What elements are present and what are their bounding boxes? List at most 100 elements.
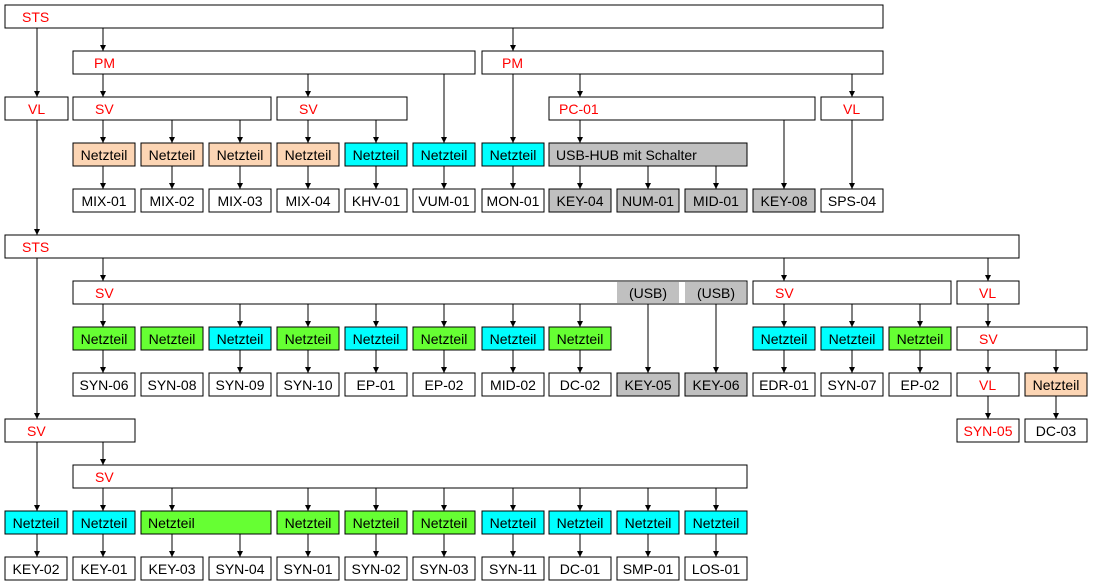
psu-node: Netzteil bbox=[72, 510, 136, 535]
psu-node: Netzteil bbox=[548, 510, 612, 535]
psu-node: Netzteil bbox=[72, 326, 136, 351]
psu-label: Netzteil bbox=[217, 331, 264, 347]
psu-label: Netzteil bbox=[353, 147, 400, 163]
device-node: EP-02 bbox=[888, 372, 952, 397]
device-label: EP-02 bbox=[425, 377, 464, 393]
usb-tag: (USB) bbox=[617, 282, 679, 303]
device-label: DC-03 bbox=[1036, 423, 1077, 439]
psu-label: Netzteil bbox=[557, 515, 604, 531]
psu-label: Netzteil bbox=[217, 147, 264, 163]
device-node: EP-01 bbox=[344, 372, 408, 397]
psu-label: Netzteil bbox=[421, 331, 468, 347]
psu-label: Netzteil bbox=[761, 331, 808, 347]
vl-right-label: VL bbox=[979, 285, 996, 301]
device-label: NUM-01 bbox=[622, 193, 674, 209]
device-node: SYN-03 bbox=[412, 556, 476, 581]
device-node: SYN-05 bbox=[956, 418, 1020, 443]
device-label: EP-01 bbox=[357, 377, 396, 393]
device-node: MIX-04 bbox=[276, 188, 340, 213]
device-label: SYN-06 bbox=[79, 377, 128, 393]
usb-tag: (USB) bbox=[685, 282, 746, 303]
psu-label: Netzteil bbox=[81, 331, 128, 347]
pm-left-bar: PM bbox=[72, 50, 476, 75]
psu-label: Netzteil bbox=[625, 515, 672, 531]
device-node: KHV-01 bbox=[344, 188, 408, 213]
device-label: MIX-03 bbox=[217, 193, 262, 209]
device-label: MID-01 bbox=[693, 193, 739, 209]
device-label: KEY-06 bbox=[693, 377, 740, 393]
psu-label: Netzteil bbox=[81, 515, 128, 531]
vl-sub-label: VL bbox=[979, 377, 996, 393]
device-node: SYN-02 bbox=[344, 556, 408, 581]
psu-label: Netzteil bbox=[285, 147, 332, 163]
psu-label: Netzteil bbox=[693, 515, 740, 531]
device-node: SYN-07 bbox=[820, 372, 884, 397]
device-label: SYN-08 bbox=[147, 377, 196, 393]
usb-hub-label: USB-HUB mit Schalter bbox=[556, 147, 697, 163]
device-label: MON-01 bbox=[487, 193, 540, 209]
usb-hub-node: USB-HUB mit Schalter bbox=[548, 142, 748, 167]
device-label: SYN-10 bbox=[283, 377, 332, 393]
psu-node: Netzteil bbox=[4, 510, 68, 535]
device-label: MID-02 bbox=[490, 377, 536, 393]
psu-node: Netzteil bbox=[276, 142, 340, 167]
device-node: SYN-06 bbox=[72, 372, 136, 397]
psu-node: Netzteil bbox=[140, 142, 204, 167]
psu-node: Netzteil bbox=[481, 326, 545, 351]
sv-main-label: SV bbox=[95, 285, 114, 301]
sv-main-bar: SV bbox=[72, 280, 748, 305]
sv-b-bar: SV bbox=[276, 96, 408, 121]
sv-right-label: SV bbox=[775, 285, 794, 301]
device-label: MIX-04 bbox=[285, 193, 330, 209]
psu-label: Netzteil bbox=[421, 515, 468, 531]
psu-node: Netzteil bbox=[820, 326, 884, 351]
vl-right-box: VL bbox=[820, 96, 884, 121]
device-node: SMP-01 bbox=[616, 556, 680, 581]
psu-node: Netzteil bbox=[72, 142, 136, 167]
psu-label: Netzteil bbox=[353, 331, 400, 347]
sv-right-bar: SV bbox=[752, 280, 952, 305]
pm-right-bar: PM bbox=[481, 50, 884, 75]
psu-label: Netzteil bbox=[421, 147, 468, 163]
sv-a-label: SV bbox=[95, 101, 114, 117]
device-label: SYN-09 bbox=[215, 377, 264, 393]
device-node: SYN-04 bbox=[208, 556, 272, 581]
device-label: EDR-01 bbox=[759, 377, 809, 393]
device-label: SYN-07 bbox=[827, 377, 876, 393]
psu-node: Netzteil bbox=[888, 326, 952, 351]
device-node: SYN-11 bbox=[481, 556, 545, 581]
device-node: DC-03 bbox=[1024, 418, 1088, 443]
device-label: KEY-03 bbox=[149, 561, 196, 577]
sts-mid-label: STS bbox=[22, 239, 49, 255]
sv-b-label: SV bbox=[299, 101, 318, 117]
psu-label: Netzteil bbox=[490, 515, 537, 531]
psu-label: Netzteil bbox=[81, 147, 128, 163]
sts-top-label: STS bbox=[22, 9, 49, 25]
device-label: KEY-02 bbox=[13, 561, 60, 577]
device-label: SYN-03 bbox=[419, 561, 468, 577]
psu-label: Netzteil bbox=[149, 331, 196, 347]
psu-node: Netzteil bbox=[684, 510, 748, 535]
sv-a-bar: SV bbox=[72, 96, 272, 121]
device-node: MIX-03 bbox=[208, 188, 272, 213]
level-2: STS SV (USB) (USB) SV VL SV Netzteil Net… bbox=[4, 234, 1088, 443]
pc-01-bar: PC-01 bbox=[548, 96, 816, 121]
device-label: SYN-11 bbox=[489, 561, 537, 577]
device-label: VUM-01 bbox=[418, 193, 470, 209]
device-node: MID-02 bbox=[481, 372, 545, 397]
device-node: SYN-09 bbox=[208, 372, 272, 397]
device-node: KEY-04 bbox=[548, 188, 612, 213]
psu-node: Netzteil bbox=[412, 326, 476, 351]
usb-tag-label: (USB) bbox=[697, 285, 735, 301]
sv-sub-bar: SV bbox=[956, 326, 1088, 351]
psu-label: Netzteil bbox=[148, 515, 195, 531]
psu-node: Netzteil bbox=[344, 326, 408, 351]
device-node: SYN-08 bbox=[140, 372, 204, 397]
psu-node: Netzteil bbox=[208, 142, 272, 167]
device-label: MIX-01 bbox=[81, 193, 126, 209]
level-3: SV SV Netzteil Netzteil Netzteil Netztei… bbox=[4, 418, 748, 581]
psu-label: Netzteil bbox=[897, 331, 944, 347]
device-label: KEY-05 bbox=[625, 377, 672, 393]
device-node: NUM-01 bbox=[616, 188, 680, 213]
pm-right-label: PM bbox=[502, 55, 523, 71]
